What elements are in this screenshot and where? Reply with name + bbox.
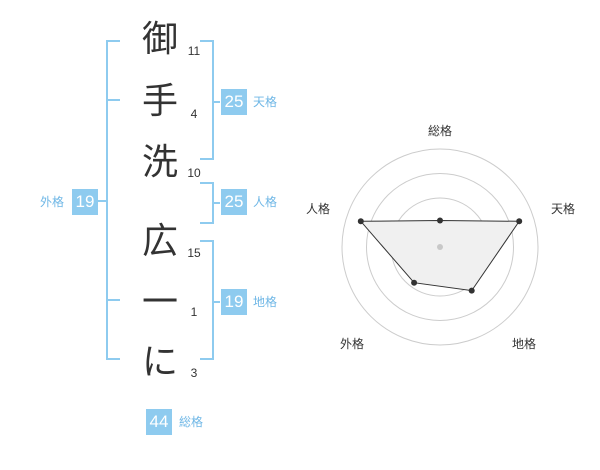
radar-point-3: [468, 287, 475, 294]
tenkaku-bracket-top: [200, 40, 214, 42]
name-char-5: 一: [141, 282, 178, 323]
stroke-count-1: 11: [187, 44, 201, 58]
tenkaku-badge: 25: [221, 89, 247, 115]
radar-axis-gaikaku: 外格: [339, 337, 364, 351]
chikaku-bracket-stub: [214, 301, 220, 303]
chikaku-bracket-bottom: [200, 358, 214, 360]
name-char-1: 御: [141, 19, 178, 60]
radar-data-points: [357, 217, 523, 294]
chikaku-label: 地格: [253, 295, 278, 309]
chikaku-bracket-top: [200, 240, 214, 242]
radar-axis-chikaku: 地格: [511, 337, 536, 351]
name-char-6: に: [141, 342, 178, 383]
radar-axis-soukaku: 総格: [427, 124, 452, 138]
stroke-count-6: 3: [190, 366, 198, 380]
jinkaku-label: 人格: [253, 195, 278, 209]
radar-point-4: [411, 279, 418, 286]
tenkaku-bracket-vertical: [212, 40, 214, 160]
stroke-count-3: 10: [187, 166, 201, 180]
radar-axis-jinkaku: 人格: [305, 202, 330, 216]
gaikaku-bracket-vertical: [106, 40, 108, 360]
jinkaku-bracket-stub: [214, 202, 220, 204]
gaikaku-bracket-bottom: [106, 358, 120, 360]
jinkaku-badge: 25: [221, 189, 247, 215]
name-char-2: 手: [141, 81, 178, 122]
gaikaku-badge: 19: [72, 189, 98, 215]
jinkaku-bracket-bottom: [200, 222, 214, 224]
soukaku-badge: 44: [146, 409, 172, 435]
tenkaku-bracket-bottom: [200, 158, 214, 160]
radar-ring: [341, 148, 539, 346]
chikaku-bracket-vertical: [212, 240, 214, 360]
jinkaku-bracket-vertical: [212, 182, 214, 224]
soukaku-label: 総格: [179, 415, 204, 429]
tenkaku-bracket-stub: [214, 101, 220, 103]
radar-data-polygon: [359, 219, 521, 292]
radar-point-2: [516, 218, 523, 225]
radar-ring: [366, 173, 514, 321]
name-char-4: 広: [141, 221, 178, 262]
radar-point-1: [437, 217, 443, 224]
stroke-count-5: 1: [190, 305, 198, 319]
radar-axis-tenkaku: 天格: [550, 202, 575, 216]
gaikaku-bracket-tick-2: [106, 299, 120, 301]
stroke-count-2: 4: [190, 107, 198, 121]
tenkaku-label: 天格: [253, 95, 278, 109]
name-char-3: 洗: [141, 142, 178, 183]
gaikaku-bracket-top: [106, 40, 120, 42]
radar-point-5: [357, 218, 364, 225]
chikaku-badge: 19: [221, 289, 247, 315]
stroke-count-4: 15: [187, 246, 201, 260]
gaikaku-label: 外格: [40, 195, 65, 209]
gaikaku-bracket-tick-1: [106, 99, 120, 101]
gaikaku-bracket-stub: [98, 200, 106, 202]
jinkaku-bracket-top: [200, 182, 214, 184]
radar-center-dot: [437, 244, 443, 250]
